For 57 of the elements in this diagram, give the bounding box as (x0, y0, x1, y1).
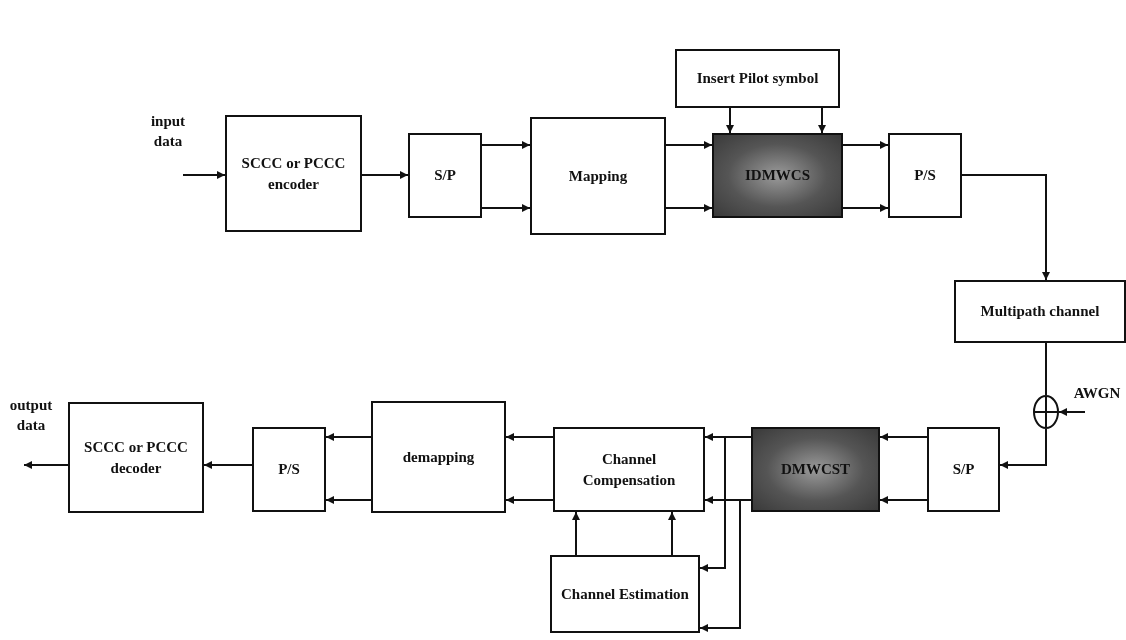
arrow (999, 428, 1047, 469)
arrow (481, 204, 531, 212)
arrow (481, 141, 531, 149)
process-box (530, 117, 666, 235)
arrow (23, 461, 69, 469)
process-box (888, 133, 962, 218)
block-label: SCCC or PCCC decoder (83, 437, 189, 478)
arrow (182, 171, 226, 179)
process-box (408, 133, 482, 218)
block-label: Channel Compensation (581, 449, 677, 490)
signal-label: AWGN (1072, 384, 1122, 403)
block-label: Channel Estimation (561, 584, 689, 604)
process-box (954, 280, 1126, 343)
process-box (68, 402, 204, 513)
block-label: S/P (952, 460, 975, 479)
block-label: Insert Pilot symbol (696, 69, 819, 88)
process-box (225, 115, 362, 232)
arrow (1058, 408, 1086, 416)
process-box (751, 427, 880, 512)
block-label: Mapping (568, 166, 628, 186)
signal-label: input data (149, 112, 187, 151)
block-label: demapping (402, 447, 475, 467)
arrow (879, 433, 928, 441)
process-box (553, 427, 705, 512)
process-box (252, 427, 326, 512)
arrow (203, 461, 253, 469)
arrow (726, 107, 734, 134)
arrow (842, 141, 889, 149)
block-label: IDMWCS (745, 166, 810, 185)
arrow (665, 204, 713, 212)
block-label: P/S (914, 166, 936, 185)
arrow (505, 496, 554, 504)
process-box (371, 401, 506, 513)
arrow (699, 436, 752, 572)
process-box (712, 133, 843, 218)
signal-label: output data (8, 396, 54, 435)
block-label: DMWCST (780, 460, 851, 479)
process-box (675, 49, 840, 108)
arrow (572, 511, 580, 556)
block-label: Multipath channel (980, 302, 1100, 321)
block-label: S/P (434, 166, 456, 185)
adder-symbol (1033, 395, 1059, 429)
arrow (325, 496, 372, 504)
arrow (818, 107, 826, 134)
block-label: P/S (278, 460, 300, 479)
arrow (879, 496, 928, 504)
arrow (361, 171, 409, 179)
arrow (505, 433, 554, 441)
arrow (842, 204, 889, 212)
arrow (668, 511, 676, 556)
arrow (325, 433, 372, 441)
arrow (699, 499, 752, 632)
process-box (927, 427, 1000, 512)
block-label: SCCC or PCCC encoder (240, 153, 347, 194)
arrow (961, 174, 1050, 281)
process-box (550, 555, 700, 633)
arrow (665, 141, 713, 149)
